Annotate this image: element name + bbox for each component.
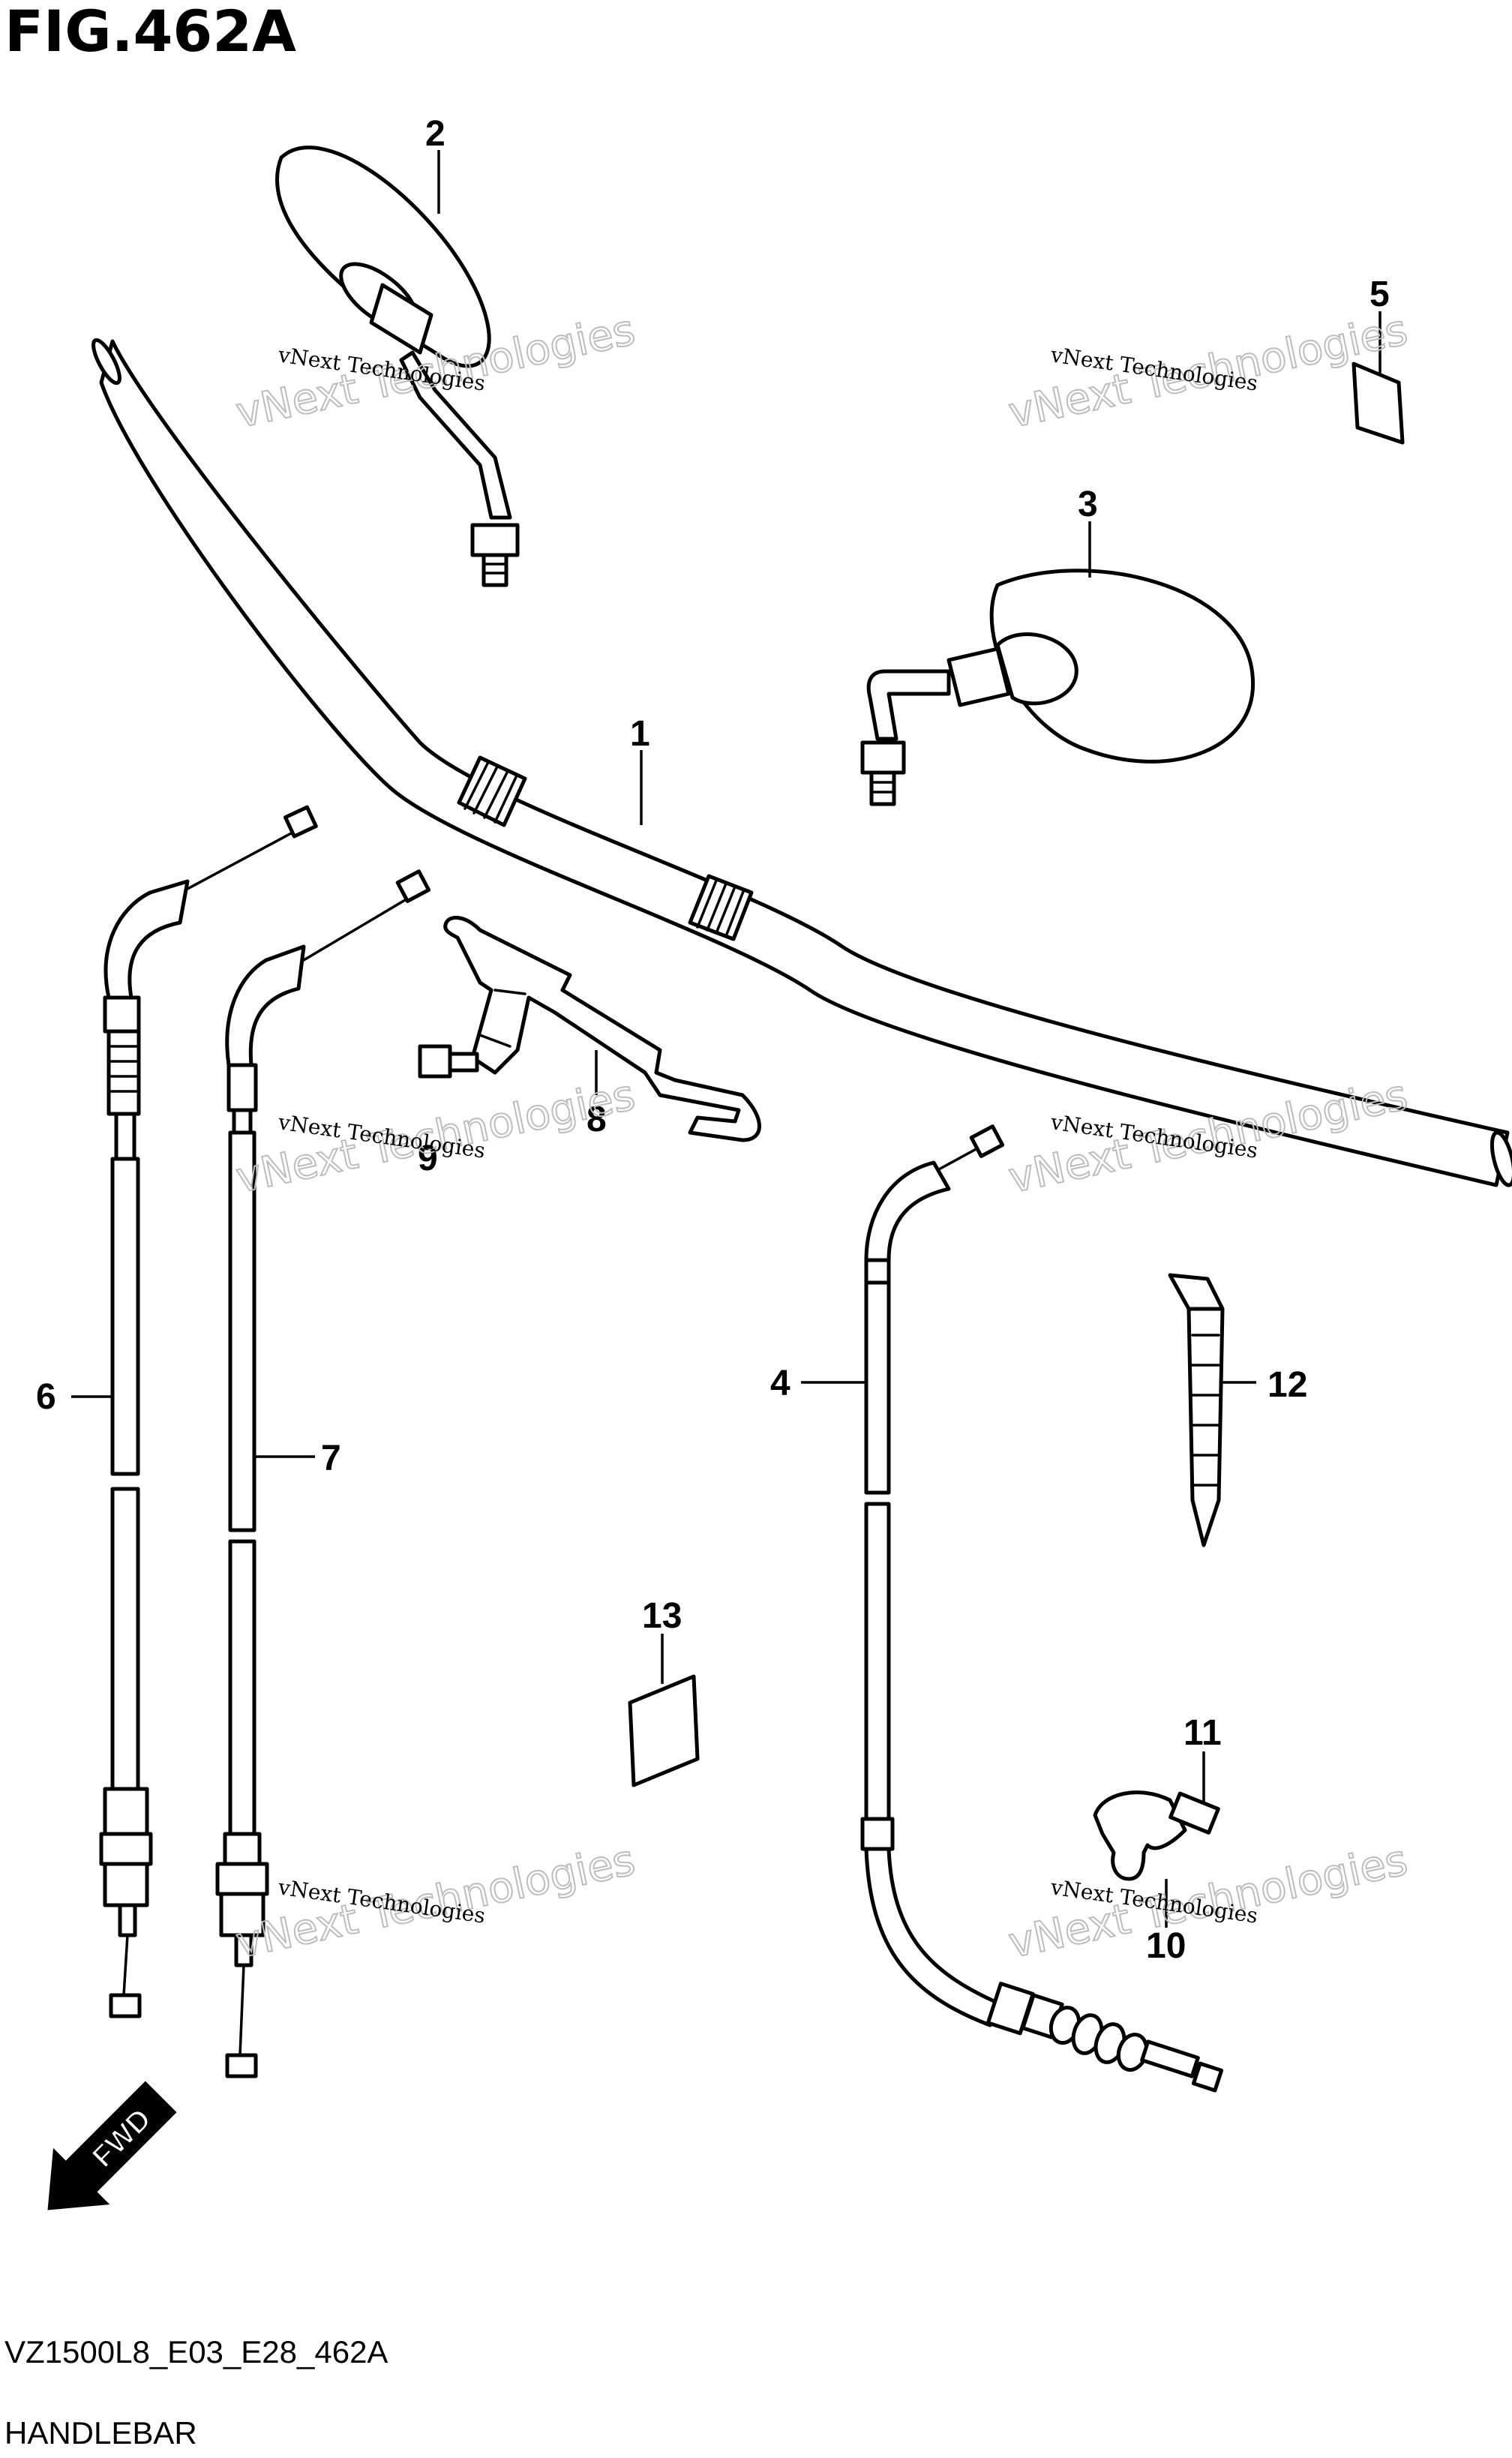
watermark-3: vNext Technologies vNext Technologies — [231, 1070, 640, 1204]
watermark-2: vNext Technologies vNext Technologies — [1004, 305, 1412, 439]
callout-4: 4 — [770, 1364, 790, 1403]
figure-name: HANDLEBAR — [4, 2415, 197, 2450]
part-label-large — [628, 1674, 700, 1787]
watermark-5: vNext Technologies vNext Technologies — [231, 1835, 640, 1969]
part-mirror-left — [275, 146, 520, 587]
watermarks: vNext Technologies vNext Technologies vN… — [231, 305, 1412, 1969]
callout-13: 13 — [642, 1596, 682, 1636]
part-throttle-cable-1 — [99, 805, 318, 2018]
watermark-6: vNext Technologies vNext Technologies — [1004, 1835, 1412, 1969]
callout-9: 9 — [418, 1139, 438, 1178]
part-clutch-cable — [860, 1124, 1224, 2093]
part-handlebar — [92, 338, 1512, 1187]
callout-11: 11 — [1184, 1713, 1222, 1753]
callout-12: 12 — [1268, 1365, 1307, 1405]
part-cable-tie — [1168, 1273, 1225, 1547]
leader-lines — [71, 150, 1382, 1928]
part-screw-small — [418, 1044, 479, 1079]
part-bolt — [1168, 1791, 1220, 1835]
part-throttle-cable-2 — [215, 869, 431, 2078]
figure-title: FIG.462A — [4, 0, 296, 65]
callout-8: 8 — [586, 1100, 607, 1139]
callout-numbers: 2 5 3 1 8 9 6 7 4 12 13 11 10 — [36, 114, 1390, 1966]
part-mirror-right — [860, 569, 1256, 806]
callout-5: 5 — [1370, 275, 1390, 314]
fwd-arrow-icon: FWD — [47, 2081, 177, 2210]
callout-7: 7 — [321, 1439, 341, 1478]
part-clamp — [1093, 1790, 1187, 1881]
callout-3: 3 — [1078, 485, 1098, 524]
part-label-small — [1352, 362, 1405, 445]
callout-10: 10 — [1146, 1926, 1186, 1966]
callout-6: 6 — [36, 1377, 56, 1417]
callout-1: 1 — [630, 714, 650, 754]
figure-code: VZ1500L8_E03_E28_462A — [4, 2334, 388, 2369]
part-bracket — [443, 915, 761, 1142]
callout-2: 2 — [425, 114, 446, 154]
